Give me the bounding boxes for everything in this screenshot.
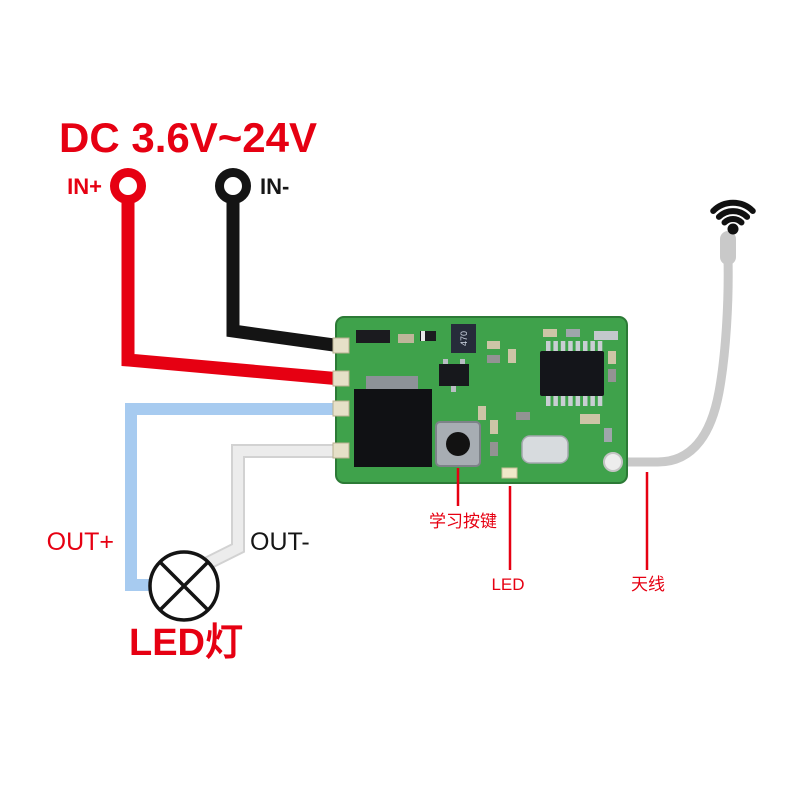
transistor	[439, 359, 469, 392]
smd-components	[356, 329, 618, 456]
antenna-wire	[609, 253, 733, 467]
led-lamp-symbol	[148, 550, 220, 622]
led-component	[501, 467, 518, 479]
wifi-icon	[710, 199, 756, 235]
wire-blue-out-plus	[125, 403, 341, 591]
learn-button-label: 学习按键	[429, 512, 497, 531]
input-pads	[332, 337, 350, 459]
out-plus-label: OUT+	[47, 528, 114, 556]
wire-white-out-minus	[205, 446, 341, 568]
led-label: LED	[491, 575, 524, 594]
mosfet	[354, 376, 432, 467]
receiver-pcb: 470	[332, 316, 628, 484]
rf-ic	[540, 341, 604, 406]
out-minus-label: OUT-	[250, 528, 310, 556]
antenna-tip	[720, 231, 736, 265]
in-minus-label: IN-	[260, 174, 289, 199]
wire-black-in-minus	[226, 196, 342, 353]
page-title: DC 3.6V~24V	[59, 114, 317, 161]
terminal-in-plus	[110, 168, 146, 204]
capacitor-470-marking: 470	[459, 331, 469, 346]
learn-button	[435, 421, 481, 467]
antenna-pad	[603, 452, 623, 472]
terminal-in-minus	[215, 168, 251, 204]
capacitor-470: 470	[451, 324, 476, 353]
wire-red-in-plus	[121, 196, 342, 386]
in-plus-label: IN+	[67, 174, 102, 199]
antenna-label: 天线	[631, 575, 665, 594]
crystal-oscillator	[521, 435, 569, 464]
led-lamp-label: LED灯	[129, 622, 243, 664]
